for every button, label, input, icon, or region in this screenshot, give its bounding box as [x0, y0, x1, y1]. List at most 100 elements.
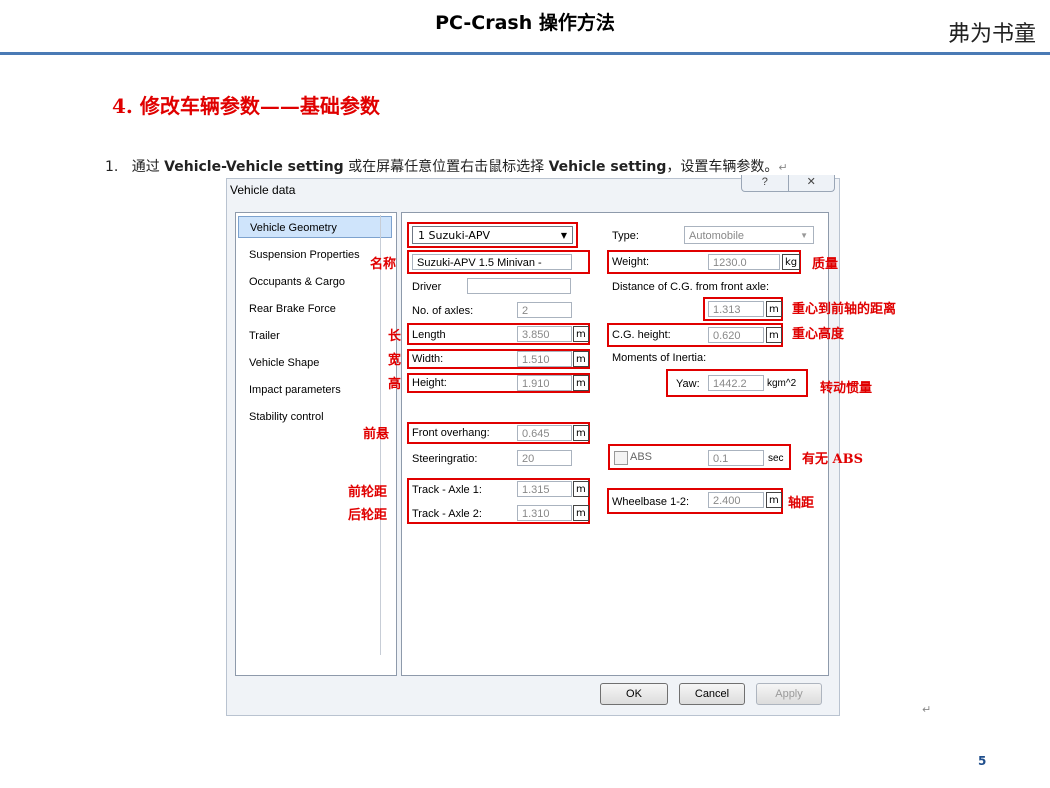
annotation-rear-track: 后轮距 — [348, 508, 388, 523]
return-mark: ↵ — [778, 161, 788, 174]
slide-title: PC-Crash 操作方法 — [435, 12, 615, 34]
cg-distance-highlight — [703, 297, 783, 321]
apply-button[interactable]: Apply — [756, 683, 822, 705]
brand-name: 弗为书童 — [947, 22, 1036, 47]
height-field[interactable]: 1.910 — [517, 375, 572, 391]
name-highlight — [407, 250, 590, 274]
nav-item-impact[interactable]: Impact parameters — [249, 384, 341, 396]
annotation-wheelbase: 轴距 — [788, 496, 815, 511]
height-highlight — [407, 373, 590, 393]
front-overhang-field[interactable]: 0.645 — [517, 425, 572, 441]
length-field[interactable]: 3.850 — [517, 326, 572, 342]
cg-distance-label: Distance of C.G. from front axle: — [612, 281, 770, 293]
track-axle1-label: Track - Axle 1: — [412, 484, 482, 496]
column-divider — [380, 215, 381, 655]
section-heading: 4. 修改车辆参数——基础参数 — [112, 94, 380, 118]
cg-distance-unit: m — [766, 301, 782, 317]
cg-height-highlight — [607, 323, 783, 347]
length-label: Length — [412, 329, 446, 341]
driver-field[interactable] — [467, 278, 571, 294]
weight-label: Weight: — [612, 256, 650, 268]
nav-item-vehicle-shape[interactable]: Vehicle Shape — [249, 357, 320, 369]
driver-label: Driver — [412, 281, 442, 293]
track-axle2-unit: m — [573, 505, 589, 521]
height-unit: m — [573, 375, 589, 391]
track-axle2-field[interactable]: 1.310 — [517, 505, 572, 521]
type-value: Automobile — [689, 230, 745, 242]
page-number: 5 — [978, 754, 987, 768]
front-overhang-unit: m — [573, 425, 589, 441]
annotation-front-track: 前轮距 — [348, 485, 388, 500]
front-overhang-highlight — [407, 422, 590, 444]
yaw-unit: kgm^2 — [767, 378, 797, 389]
type-select[interactable]: Automobile▼ — [684, 226, 814, 244]
step-text-1: 通过 — [131, 159, 165, 175]
step-text-3: ，设置车辆参数。 — [666, 159, 779, 175]
abs-checkbox[interactable] — [614, 451, 628, 465]
help-button[interactable]: ? — [742, 175, 789, 191]
ok-button[interactable]: OK — [600, 683, 668, 705]
track-highlight — [407, 478, 590, 524]
close-button[interactable]: ✕ — [806, 176, 816, 188]
yaw-field[interactable]: 1442.2 — [708, 375, 764, 391]
axles-field[interactable]: 2 — [517, 302, 572, 318]
steering-ratio-label: Steeringratio: — [412, 453, 478, 465]
abs-time-unit: sec — [768, 453, 784, 464]
category-list: Vehicle Geometry Suspension Properties O… — [235, 212, 397, 676]
wheelbase-field[interactable]: 2.400 — [708, 492, 764, 508]
nav-item-trailer[interactable]: Trailer — [249, 330, 280, 342]
length-unit: m — [573, 326, 589, 342]
menu-path-vehicle-setting: Vehicle-Vehicle setting — [164, 159, 344, 175]
weight-unit: kg — [782, 254, 801, 270]
steering-ratio-field[interactable]: 20 — [517, 450, 572, 466]
annotation-yaw: 转动惯量 — [820, 381, 873, 396]
yaw-label: Yaw: — [676, 378, 700, 390]
cg-height-unit: m — [766, 327, 782, 343]
menu-item-vehicle-setting: Vehicle setting — [548, 159, 667, 175]
axles-label: No. of axles: — [412, 305, 474, 317]
width-unit: m — [573, 351, 589, 367]
width-highlight — [407, 349, 590, 369]
annotation-cg-distance: 重心到前轴的距离 — [792, 302, 897, 317]
annotation-height: 高 — [388, 377, 402, 392]
track-axle1-unit: m — [573, 481, 589, 497]
header-rule — [0, 52, 1050, 55]
nav-item-stability[interactable]: Stability control — [249, 411, 324, 423]
wheelbase-highlight — [607, 488, 783, 514]
cg-distance-field[interactable]: 1.313 — [708, 301, 764, 317]
track-axle2-label: Track - Axle 2: — [412, 508, 482, 520]
chevron-down-icon: ▼ — [560, 231, 567, 240]
width-label: Width: — [412, 353, 444, 365]
moments-label: Moments of Inertia: — [612, 352, 707, 364]
height-label: Height: — [412, 377, 447, 389]
annotation-length: 长 — [388, 329, 402, 344]
type-label: Type: — [612, 230, 639, 242]
annotation-width: 宽 — [388, 353, 402, 368]
nav-item-rear-brake[interactable]: Rear Brake Force — [249, 303, 336, 315]
step-number: 1. — [105, 159, 119, 175]
vehicle-name-field[interactable]: Suzuki-APV 1.5 Minivan - — [412, 254, 572, 270]
annotation-abs: 有无 ABS — [802, 452, 863, 467]
abs-time-field[interactable]: 0.1 — [708, 450, 764, 466]
dialog-title-buttons: ? ✕ — [741, 175, 835, 192]
annotation-weight: 质量 — [812, 257, 839, 272]
annotation-front-overhang: 前悬 — [363, 427, 390, 442]
nav-item-occupants[interactable]: Occupants & Cargo — [249, 276, 345, 288]
vehicle-select-highlight — [407, 222, 578, 248]
width-field[interactable]: 1.510 — [517, 351, 572, 367]
vehicle-select-value: 1 Suzuki-APV — [418, 229, 491, 242]
return-mark: ↵ — [922, 703, 932, 716]
length-highlight — [407, 323, 590, 345]
cancel-button[interactable]: Cancel — [679, 683, 745, 705]
nav-item-suspension[interactable]: Suspension Properties — [249, 249, 360, 261]
cg-height-field[interactable]: 0.620 — [708, 327, 764, 343]
nav-item-vehicle-geometry[interactable]: Vehicle Geometry — [238, 216, 392, 238]
front-overhang-label: Front overhang: — [412, 427, 490, 439]
yaw-highlight — [666, 369, 808, 397]
weight-field[interactable]: 1230.0 — [708, 254, 780, 270]
cg-height-label: C.G. height: — [612, 329, 671, 341]
track-axle1-field[interactable]: 1.315 — [517, 481, 572, 497]
vehicle-select[interactable]: 1 Suzuki-APV ▼ — [412, 226, 573, 244]
wheelbase-unit: m — [766, 492, 782, 508]
abs-highlight — [608, 444, 791, 470]
